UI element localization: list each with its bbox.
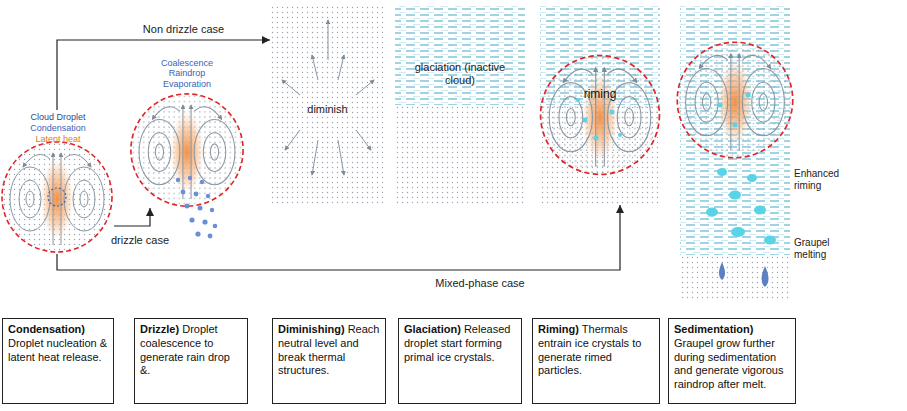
glaciation-panel: glaciation (inactive cloud)	[395, 5, 525, 205]
edge-label: drizzle case	[109, 234, 171, 246]
stage-description: Droplet nucleation & latent heat release…	[8, 337, 107, 363]
arrowhead	[146, 208, 154, 216]
process-label: Graupel melting	[794, 237, 852, 260]
process-label: Latent heat	[2, 134, 114, 144]
stage-box: Drizzle) Droplet coalescence to generate…	[134, 318, 248, 404]
stage-heading: Condensation)	[8, 323, 85, 335]
arrowhead	[262, 36, 270, 44]
stage-heading: Diminishing)	[278, 323, 345, 335]
drizzle-thermal: Coalescence Raindrop Evaporation	[128, 56, 246, 208]
stage-heading: Riming)	[538, 323, 579, 335]
flow-arrow	[114, 208, 154, 226]
stage-box: Diminishing) Reach neutral level and bre…	[272, 318, 386, 404]
process-label: Cloud Droplet	[2, 112, 114, 122]
stage-box: Condensation) Droplet nucleation & laten…	[2, 318, 114, 404]
stage-heading: Sedimentation)	[674, 323, 753, 335]
stage-heading: Drizzle)	[140, 323, 179, 335]
stage-box: Riming) Thermals entrain ice crystals to…	[532, 318, 660, 404]
riming-panel: riming	[540, 5, 660, 205]
condensation-thermal: Cloud DropletCondensationLatent heat	[2, 110, 114, 254]
sedimentation-panel: Enhanced rimingGraupel melting	[680, 5, 855, 300]
stage-heading: Glaciation)	[404, 323, 461, 335]
edge-label: Non drizzle case	[141, 23, 226, 35]
diminish-panel: diminish	[270, 5, 385, 205]
stage-description: Graupel grow further during sedimentatio…	[674, 337, 783, 390]
process-label: riming	[540, 88, 660, 102]
flow-arrow	[57, 205, 624, 270]
process-label: diminish	[270, 103, 385, 116]
edge-label: Mixed-phase case	[433, 277, 526, 289]
arrowhead	[616, 205, 624, 213]
stage-box: Glaciation) Released droplet start formi…	[398, 318, 522, 404]
stage-box: Sedimentation) Graupel grow further duri…	[668, 318, 796, 404]
process-label: Enhanced riming	[794, 168, 852, 191]
flow-arrow	[57, 36, 270, 110]
process-label: Coalescence Raindrop Evaporation	[150, 58, 224, 89]
process-label: glaciation (inactive cloud)	[405, 61, 515, 86]
process-label: Condensation	[2, 123, 114, 133]
